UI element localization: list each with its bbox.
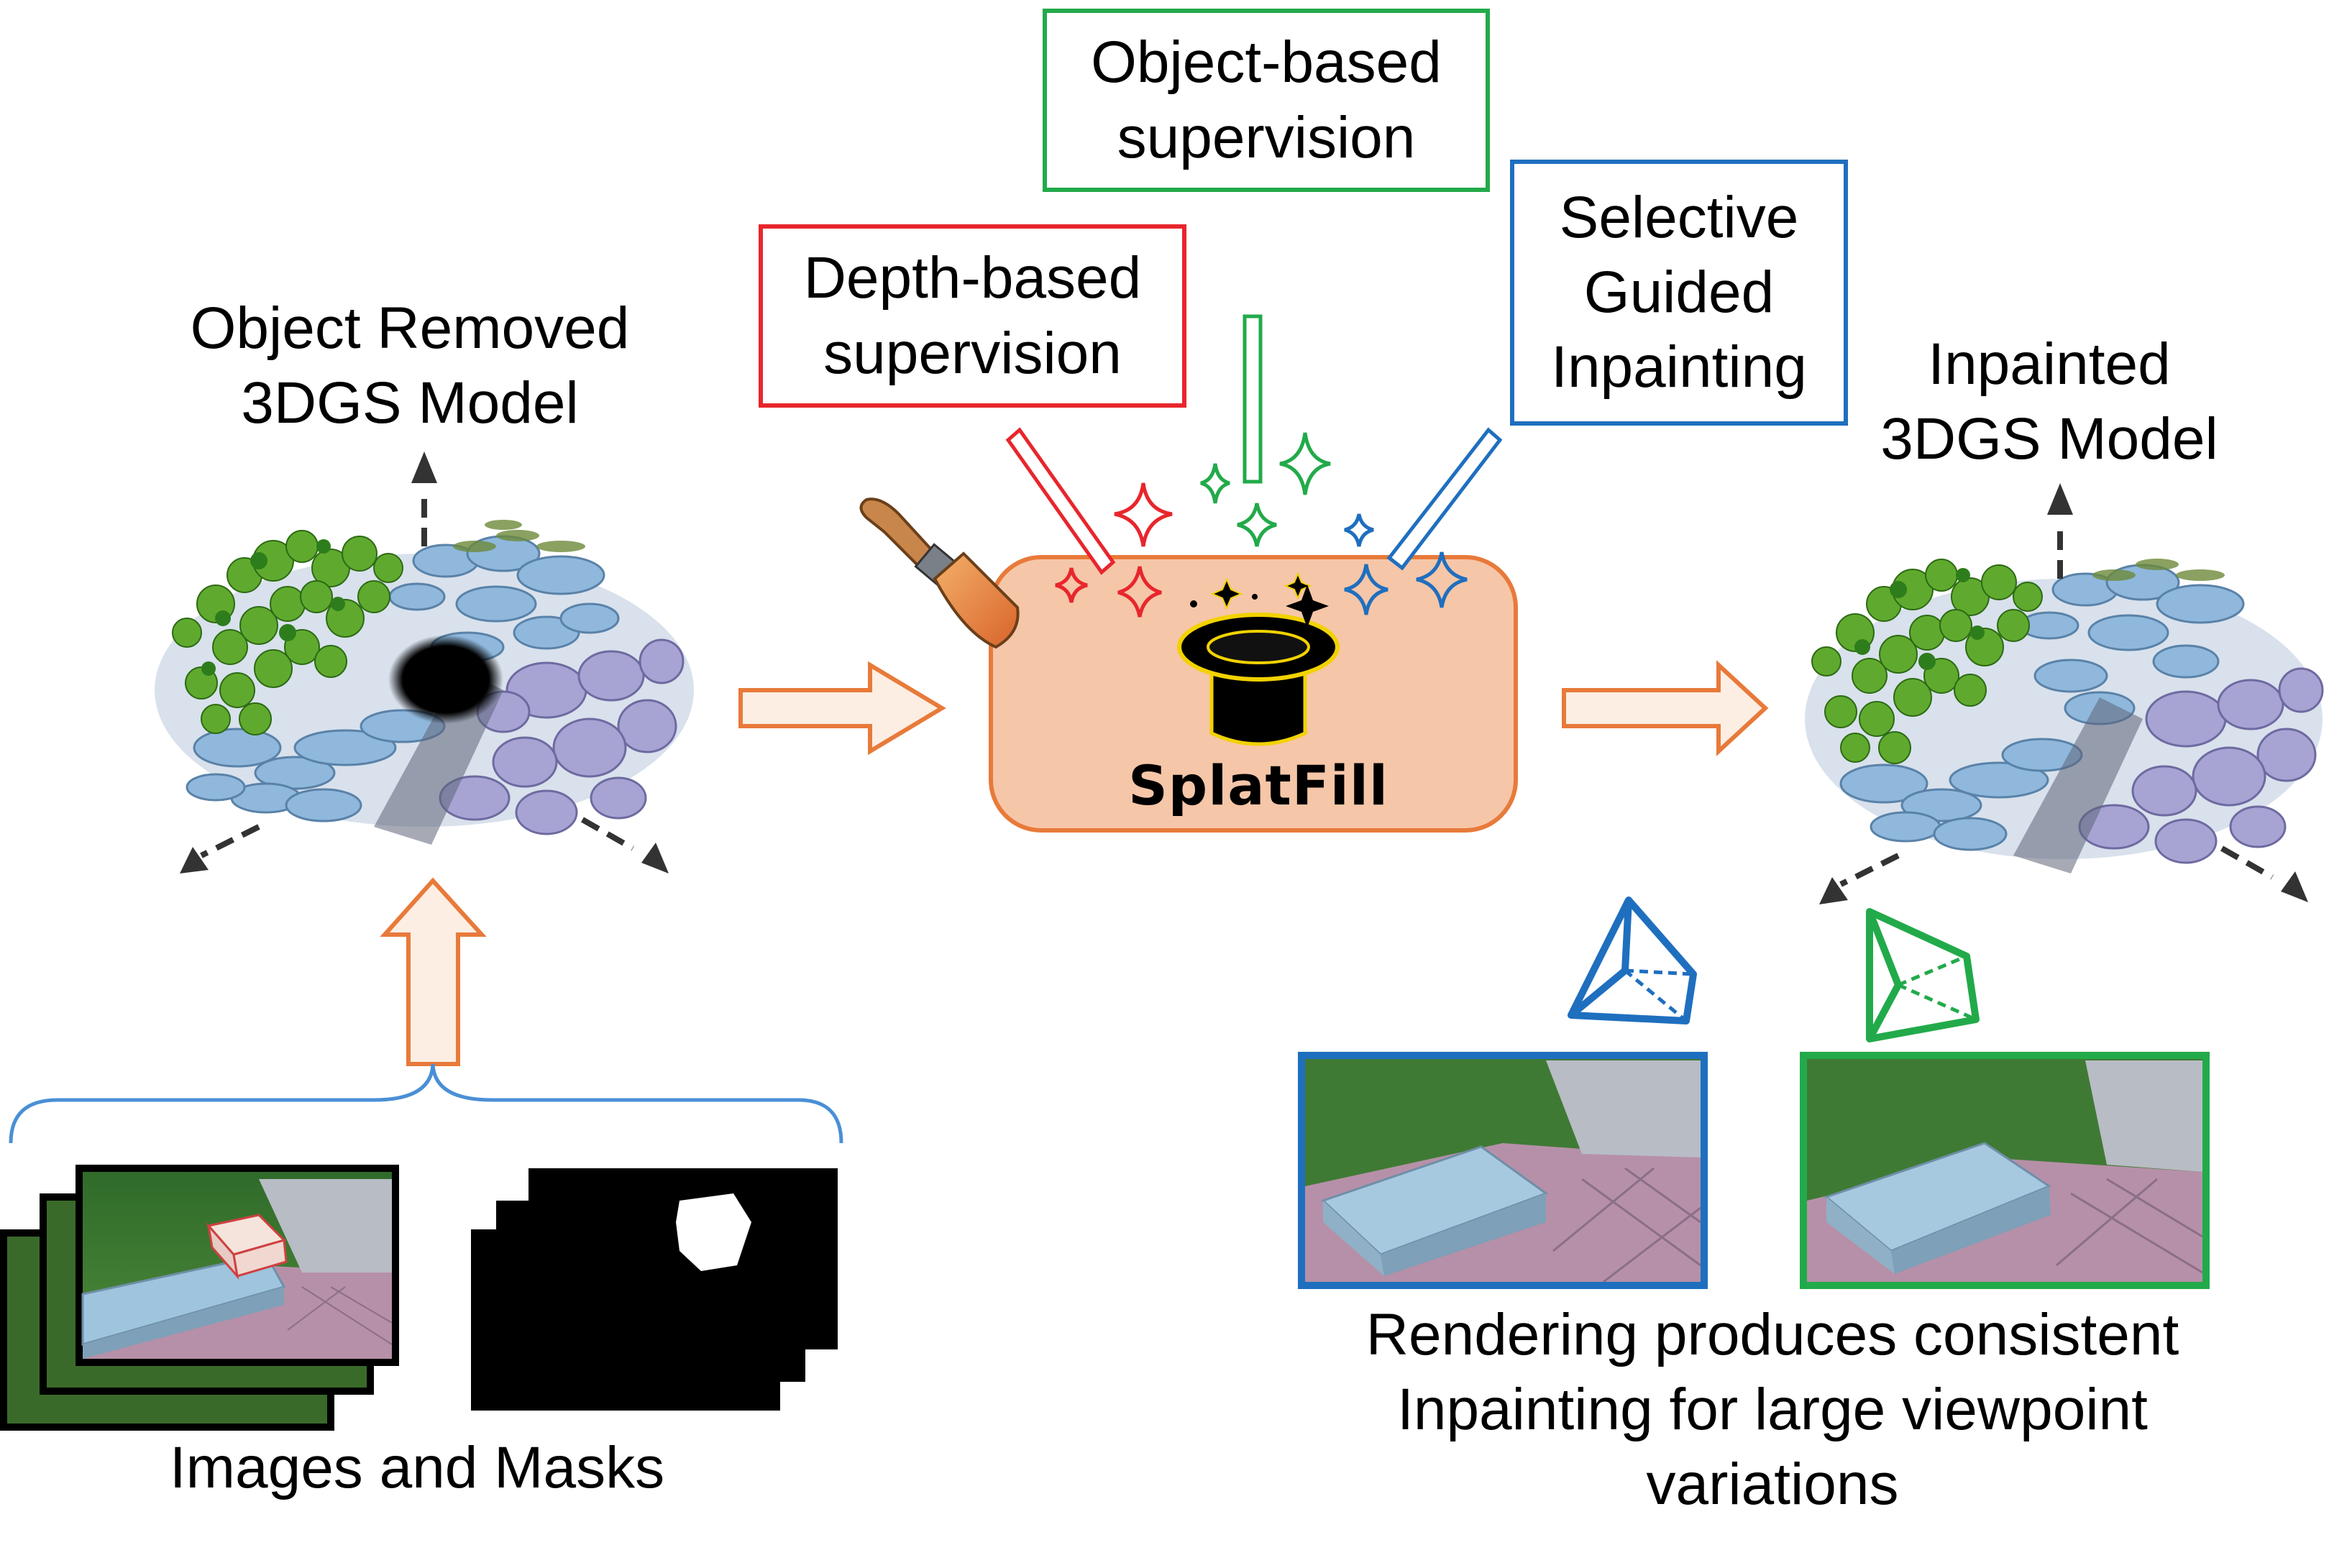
blue-sparkle xyxy=(1344,513,1374,547)
green-camera-icon xyxy=(1866,908,1980,1042)
selective-inpainting-box: Selective Guided Inpainting xyxy=(1510,160,1848,426)
blue-wand xyxy=(1386,427,1503,571)
inpainted-model-label: Inpainted 3DGS Model xyxy=(1880,331,2218,472)
arrow-to-splatfill xyxy=(738,661,946,756)
input-masks-stack xyxy=(471,1168,838,1411)
green-sparkle xyxy=(1200,463,1230,504)
green-sparkle xyxy=(1279,432,1331,495)
images-masks-label: Images and Masks xyxy=(169,1435,665,1500)
input-images-stack xyxy=(0,1165,399,1431)
red-sparkle xyxy=(1114,482,1173,547)
paintbrush-icon xyxy=(859,498,1020,649)
input-arrow xyxy=(380,877,487,1066)
splatfill-title: SplatFill xyxy=(1128,753,1388,817)
object-supervision-box: Object-based supervision xyxy=(1043,9,1490,192)
red-sparkle xyxy=(1117,566,1162,618)
green-rendered-view xyxy=(1800,1052,2210,1289)
object-supervision-text: Object-based supervision xyxy=(1091,29,1442,170)
depth-supervision-box: Depth-based supervision xyxy=(759,224,1186,408)
input-brace xyxy=(9,1063,843,1144)
blue-camera-icon xyxy=(1568,897,1697,1024)
selective-inpainting-text: Selective Guided Inpainting xyxy=(1551,184,1807,400)
depth-supervision-text: Depth-based supervision xyxy=(803,245,1142,386)
magic-hat-icon xyxy=(1177,572,1340,746)
blue-rendered-view xyxy=(1298,1052,1708,1289)
caption-label: Rendering produces consistent Inpainting… xyxy=(1365,1302,2179,1518)
blue-sparkle xyxy=(1344,564,1388,615)
green-sparkle xyxy=(1237,503,1277,547)
green-wand xyxy=(1243,314,1263,484)
arrow-from-splatfill xyxy=(1562,660,1769,756)
inpainted-3dgs-model xyxy=(1805,483,2324,904)
blue-sparkle xyxy=(1416,551,1468,608)
red-wand xyxy=(1005,427,1116,575)
removed-model-label: Object Removed 3DGS Model xyxy=(190,295,630,436)
red-sparkle xyxy=(1055,567,1088,603)
removed-3dgs-model xyxy=(155,451,694,874)
